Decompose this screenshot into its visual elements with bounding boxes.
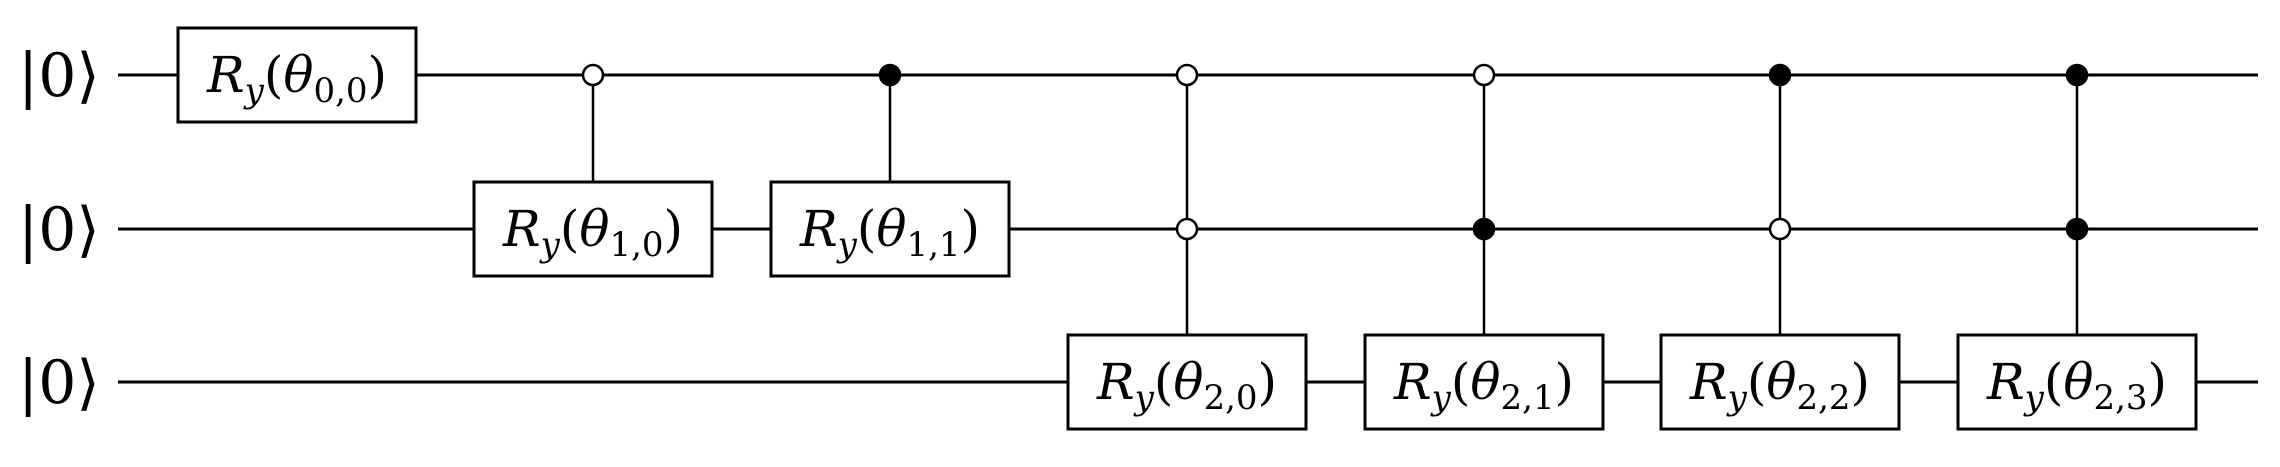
- gate-box: [176, 26, 418, 124]
- ry-gate-0-0: Ry(θ0,0): [176, 26, 418, 124]
- qubit-initial-state-2: |0⟩: [18, 348, 100, 418]
- ry-gate-1-1: Ry(θ1,1): [769, 180, 1011, 278]
- ry-gate-2-1: Ry(θ2,1): [1363, 333, 1605, 431]
- ry-gate-2-0: Ry(θ2,0): [1066, 333, 1308, 431]
- qubit-initial-state-1: |0⟩: [18, 195, 100, 265]
- gate-label: Ry(θ2,3): [1986, 353, 2167, 418]
- open-control-dot-3-1: [1175, 217, 1199, 241]
- filled-control-dot-6-0: [2065, 63, 2089, 87]
- ry-gate-1-0: Ry(θ1,0): [472, 180, 714, 278]
- qubit-initial-state-0: |0⟩: [18, 41, 100, 111]
- gate-label: Ry(θ2,2): [1689, 353, 1870, 418]
- gate-label: Ry(θ1,0): [502, 200, 683, 265]
- gate-box: [1956, 333, 2198, 431]
- ry-gate-2-3: Ry(θ2,3): [1956, 333, 2198, 431]
- gate-label: Ry(θ2,0): [1096, 353, 1277, 418]
- filled-control-dot-6-1: [2065, 217, 2089, 241]
- open-control-dot-4-0: [1472, 63, 1496, 87]
- gate-box: [472, 180, 714, 278]
- gate-box: [1066, 333, 1308, 431]
- ry-gate-2-2: Ry(θ2,2): [1659, 333, 1901, 431]
- gate-box: [769, 180, 1011, 278]
- gate-box: [1363, 333, 1605, 431]
- open-control-dot-1-0: [581, 63, 605, 87]
- filled-control-dot-5-0: [1768, 63, 1792, 87]
- gate-label: Ry(θ0,0): [206, 46, 387, 111]
- filled-control-dot-4-1: [1472, 217, 1496, 241]
- open-control-dot-3-0: [1175, 63, 1199, 87]
- filled-control-dot-2-0: [878, 63, 902, 87]
- gate-label: Ry(θ1,1): [799, 200, 980, 265]
- gate-box: [1659, 333, 1901, 431]
- open-control-dot-5-1: [1768, 217, 1792, 241]
- gate-label: Ry(θ2,1): [1393, 353, 1574, 418]
